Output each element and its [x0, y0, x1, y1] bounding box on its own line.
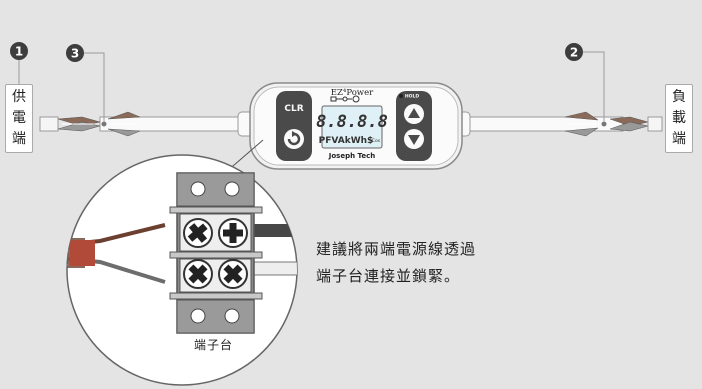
side-label-char: 載	[672, 110, 686, 126]
marker-2: 2	[565, 43, 583, 61]
clr-label: CLR	[284, 104, 303, 114]
side-label-char: 負	[672, 89, 686, 105]
hold-label: HOLD	[405, 94, 419, 100]
connection-points	[18, 51, 607, 127]
svg-text:1: 1	[15, 45, 23, 59]
screw-top-left	[183, 218, 213, 248]
marker-1: 1	[10, 42, 28, 60]
side-label-char: 供	[12, 89, 26, 105]
marker-3: 3	[66, 44, 84, 62]
side-label-char: 電	[12, 110, 26, 126]
side-label-char: 端	[672, 131, 686, 147]
svg-text:3: 3	[71, 47, 79, 61]
instruction-line-2: 端子台連接並鎖緊。	[316, 267, 461, 285]
lcd-units: PFVAkWh$	[319, 136, 374, 146]
load-side-label: 負載端	[665, 84, 693, 153]
clr-button-panel	[276, 91, 312, 161]
lcd-digits: 8.8.8.8	[316, 112, 388, 132]
screw-top-right	[218, 218, 248, 248]
screw-bottom-left	[183, 259, 213, 289]
lcd-unit-small: Cos	[372, 138, 381, 144]
power-meter	[237, 82, 471, 170]
terminal-block	[169, 172, 263, 334]
nav-button-panel	[396, 91, 432, 161]
brand-label: EZ⁴Power	[331, 88, 374, 98]
instruction-text: 建議將兩端電源線透過 端子台連接並鎖緊。	[316, 236, 476, 290]
svg-text:2: 2	[570, 46, 578, 60]
zoom-circle	[66, 154, 298, 386]
load-cable-end	[564, 111, 663, 137]
lcd-screen	[321, 105, 383, 149]
screw-bottom-right	[218, 259, 248, 289]
instruction-line-1: 建議將兩端電源線透過	[316, 240, 477, 258]
supply-cable-end	[39, 111, 141, 137]
terminal-caption: 端子台	[194, 338, 234, 352]
supply-side-label: 供電端	[5, 84, 33, 153]
maker-label: Joseph Tech	[328, 152, 376, 160]
connection-icon	[330, 95, 360, 103]
reset-button[interactable]	[284, 129, 304, 149]
side-label-char: 端	[12, 131, 26, 147]
